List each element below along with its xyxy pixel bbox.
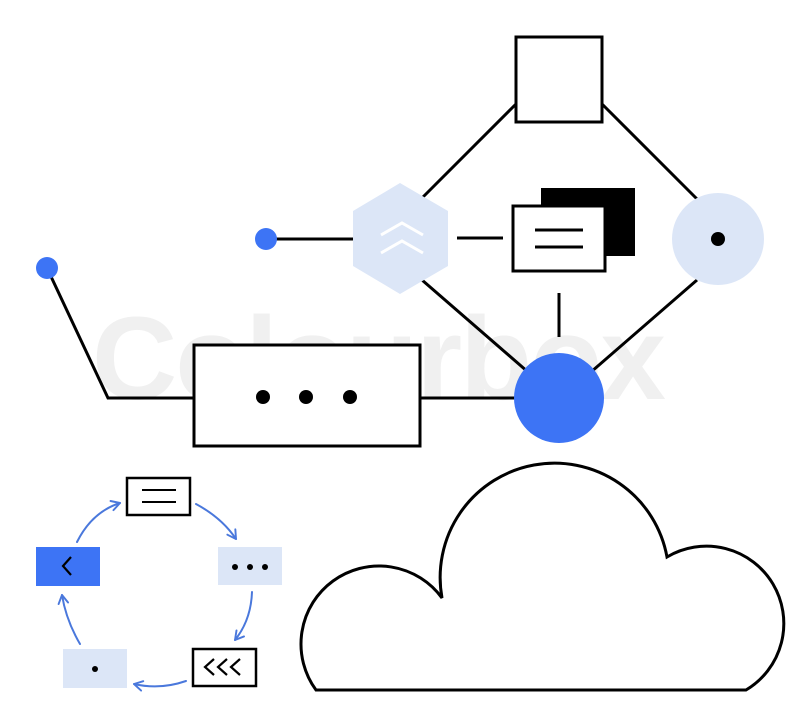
connector-square-target [600, 102, 699, 201]
ellipsis-box-frame [192, 343, 422, 448]
cycle-node-menu-frame [125, 476, 192, 517]
dot-icon [711, 232, 725, 246]
cycle-node-dot[interactable] [63, 649, 127, 688]
document-stack-icon[interactable] [511, 188, 635, 273]
connector-hexagon-hub [421, 278, 529, 374]
cycle-node-ellipsis[interactable] [218, 547, 282, 585]
endpoint-dot[interactable] [255, 228, 277, 250]
cycle-node-chevron[interactable] [36, 547, 100, 586]
connector-target-hub [590, 278, 698, 374]
cloud-icon[interactable] [299, 461, 786, 692]
cycle-node-menu[interactable] [125, 476, 192, 517]
hub-circle-node[interactable] [514, 353, 604, 443]
hexagon-shape [353, 183, 448, 294]
ellipsis-icon [256, 390, 357, 404]
cycle-node-chevron-bg [36, 547, 100, 586]
cycle-arrow [133, 680, 187, 692]
hexagon-node[interactable] [353, 183, 448, 294]
cycle-node-triple-chevron-frame [191, 647, 258, 688]
menu-lines-icon [142, 489, 176, 503]
network-connectors [45, 102, 699, 400]
cycle-arrow [57, 594, 81, 645]
double-chevron-up-icon [380, 221, 424, 255]
connector-dot-ellipsis [45, 267, 194, 400]
cycle-arrow [234, 591, 253, 641]
endpoint-dot[interactable] [36, 257, 58, 279]
document-front [511, 204, 607, 273]
cycle-diagram [36, 476, 282, 692]
cycle-arrow [76, 500, 121, 543]
target-circle-node[interactable] [672, 193, 764, 285]
ellipsis-box[interactable] [192, 343, 422, 448]
dot-icon [92, 666, 98, 672]
connector-square-hexagon [421, 102, 518, 199]
chevron-left-icon [61, 556, 72, 576]
ellipsis-icon [232, 564, 268, 570]
cycle-arrow [195, 503, 237, 540]
triple-chevron-left-icon [203, 658, 241, 676]
square-node[interactable] [514, 35, 604, 124]
cycle-node-triple-chevron[interactable] [191, 647, 258, 688]
